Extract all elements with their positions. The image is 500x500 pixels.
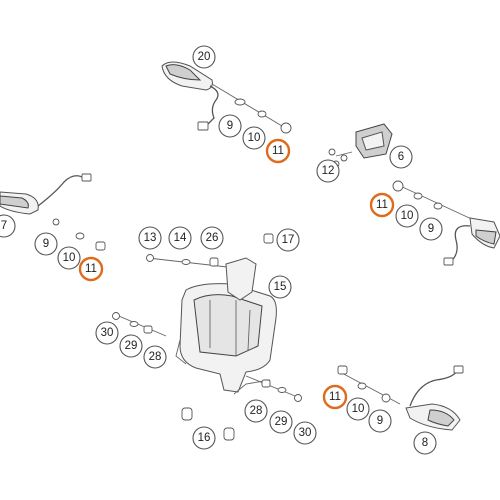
right-turn-signal bbox=[392, 180, 500, 266]
svg-text:29: 29 bbox=[125, 340, 138, 352]
callout-30-right: 30 bbox=[293, 421, 317, 445]
svg-text:10: 10 bbox=[352, 403, 365, 415]
callout-7: 7 bbox=[0, 214, 16, 238]
svg-text:13: 13 bbox=[144, 232, 157, 244]
callout-11-bottom: 11 bbox=[322, 384, 348, 410]
svg-text:7: 7 bbox=[1, 220, 7, 232]
callout-10-bottom: 10 bbox=[346, 397, 370, 421]
svg-text:11: 11 bbox=[329, 391, 341, 403]
callout-11-right: 11 bbox=[369, 192, 395, 218]
left-lower-bolt-set bbox=[112, 312, 167, 337]
svg-text:11: 11 bbox=[85, 263, 97, 275]
svg-text:11: 11 bbox=[376, 199, 388, 211]
right-lower-bolt-set bbox=[245, 375, 302, 402]
callout-17: 17 bbox=[276, 228, 300, 252]
lower-right-turn-signal bbox=[337, 365, 464, 431]
callout-29-right: 29 bbox=[269, 410, 293, 434]
center-bolt-set bbox=[146, 233, 274, 269]
svg-text:11: 11 bbox=[272, 145, 284, 157]
callout-28-left: 28 bbox=[143, 345, 167, 369]
callout-6: 6 bbox=[389, 145, 413, 169]
svg-text:29: 29 bbox=[275, 416, 288, 428]
callout-13: 13 bbox=[138, 226, 162, 250]
callout-29-left: 29 bbox=[119, 334, 143, 358]
callout-20: 20 bbox=[192, 45, 216, 69]
callout-11-top: 11 bbox=[265, 138, 291, 164]
svg-text:9: 9 bbox=[43, 238, 49, 250]
main-bracket bbox=[175, 257, 277, 395]
svg-text:15: 15 bbox=[274, 281, 287, 293]
callout-28-right: 28 bbox=[244, 399, 268, 423]
svg-text:26: 26 bbox=[206, 232, 219, 244]
svg-text:9: 9 bbox=[227, 120, 233, 132]
svg-text:12: 12 bbox=[322, 165, 335, 177]
svg-text:30: 30 bbox=[299, 427, 312, 439]
svg-text:8: 8 bbox=[422, 437, 428, 449]
svg-text:17: 17 bbox=[282, 234, 295, 246]
callout-12: 12 bbox=[316, 159, 340, 183]
callout-10-right: 10 bbox=[395, 204, 419, 228]
callout-9-left: 9 bbox=[34, 232, 58, 256]
callout-9-right: 9 bbox=[419, 217, 443, 241]
callout-16: 16 bbox=[192, 426, 216, 450]
callout-10-left: 10 bbox=[57, 246, 81, 270]
callout-26: 26 bbox=[200, 226, 224, 250]
svg-text:28: 28 bbox=[250, 405, 263, 417]
rubber-plugs-16 bbox=[181, 407, 235, 441]
callout-9-top: 9 bbox=[218, 114, 242, 138]
callout-30-left: 30 bbox=[95, 321, 119, 345]
rear-light-unit bbox=[335, 123, 393, 159]
svg-text:14: 14 bbox=[174, 232, 187, 244]
svg-text:10: 10 bbox=[63, 252, 76, 264]
callout-11-left: 11 bbox=[78, 256, 104, 282]
callout-14: 14 bbox=[168, 226, 192, 250]
svg-text:30: 30 bbox=[101, 327, 114, 339]
svg-text:9: 9 bbox=[428, 223, 434, 235]
svg-text:10: 10 bbox=[401, 210, 414, 222]
svg-text:16: 16 bbox=[198, 432, 211, 444]
svg-text:10: 10 bbox=[248, 132, 261, 144]
callout-9-bottom: 9 bbox=[368, 409, 392, 433]
svg-text:6: 6 bbox=[398, 151, 404, 163]
top-turn-signal bbox=[161, 61, 292, 134]
callout-15: 15 bbox=[268, 275, 292, 299]
svg-text:9: 9 bbox=[377, 415, 383, 427]
callout-8: 8 bbox=[413, 431, 437, 455]
callout-10-top: 10 bbox=[242, 126, 266, 150]
svg-text:28: 28 bbox=[149, 351, 162, 363]
svg-text:20: 20 bbox=[198, 51, 211, 63]
left-turn-signal bbox=[0, 173, 106, 251]
